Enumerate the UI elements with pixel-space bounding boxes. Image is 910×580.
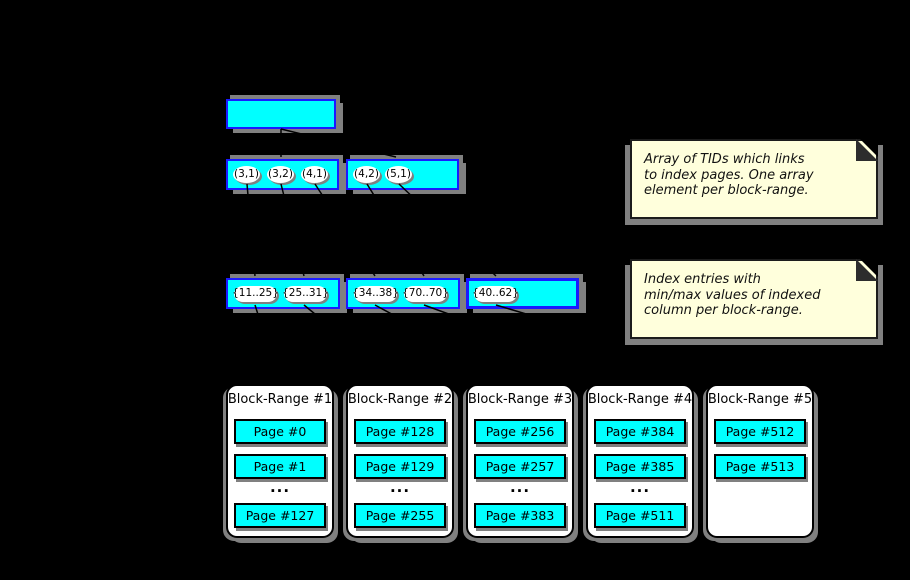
page-box: Page #512 bbox=[714, 419, 806, 444]
note-line: min/max values of indexed bbox=[644, 287, 821, 303]
note-line: Array of TIDs which links bbox=[644, 152, 805, 167]
revmap-box-1: (3,1) (3,2) (4,1) bbox=[226, 159, 339, 190]
ellipsis-dots: ... bbox=[509, 478, 531, 496]
page-box: Page #1 bbox=[234, 454, 326, 479]
note-index-entries: Index entries with min/max values of ind… bbox=[630, 259, 878, 339]
note-fold-cut bbox=[860, 259, 878, 277]
note-fold-cut bbox=[860, 139, 878, 157]
card-title: Block-Range #5 bbox=[707, 392, 813, 407]
ellipsis-dots: ... bbox=[269, 478, 291, 496]
tid-ellipse: (5,1) bbox=[385, 166, 412, 183]
page-box: Page #127 bbox=[234, 503, 326, 528]
ellipsis-dots: ... bbox=[629, 478, 651, 496]
note-line: column per block-range. bbox=[644, 303, 803, 318]
note-line: Index entries with bbox=[644, 272, 761, 287]
index-entry-ellipse: {34..38} bbox=[352, 285, 399, 302]
note-line: element per block-range. bbox=[644, 183, 809, 198]
index-page-box-3: {40..62} bbox=[466, 278, 579, 309]
index-entry-ellipse: {11..25} bbox=[232, 285, 279, 302]
page-box: Page #129 bbox=[354, 454, 446, 479]
page-box: Page #255 bbox=[354, 503, 446, 528]
tid-ellipse: (3,1) bbox=[233, 166, 260, 183]
page-box: Page #385 bbox=[594, 454, 686, 479]
index-entry-ellipse: {25..31} bbox=[282, 285, 329, 302]
index-page-box-1: {11..25} {25..31} bbox=[226, 278, 340, 309]
page-box: Page #128 bbox=[354, 419, 446, 444]
page-box: Page #256 bbox=[474, 419, 566, 444]
index-page-box-2: {34..38} {70..70} bbox=[346, 278, 460, 309]
block-range-card-3: Block-Range #3 Page #256 Page #257 ... P… bbox=[466, 384, 574, 538]
card-title: Block-Range #3 bbox=[467, 392, 573, 407]
ellipsis-dots: ... bbox=[389, 478, 411, 496]
page-box: Page #0 bbox=[234, 419, 326, 444]
page-box: Page #511 bbox=[594, 503, 686, 528]
tid-ellipse: (4,2) bbox=[353, 166, 380, 183]
tid-ellipse: (4,1) bbox=[301, 166, 328, 183]
card-title: Block-Range #1 bbox=[227, 392, 333, 407]
note-array-of-tids: Array of TIDs which links to index pages… bbox=[630, 139, 878, 219]
index-entry-ellipse: {40..62} bbox=[472, 285, 519, 302]
card-title: Block-Range #2 bbox=[347, 392, 453, 407]
meta-page-box bbox=[226, 99, 336, 129]
revmap-box-2: (4,2) (5,1) bbox=[346, 159, 459, 190]
block-range-card-5: Block-Range #5 Page #512 Page #513 bbox=[706, 384, 814, 538]
page-box: Page #383 bbox=[474, 503, 566, 528]
block-range-card-1: Block-Range #1 Page #0 Page #1 ... Page … bbox=[226, 384, 334, 538]
block-range-card-4: Block-Range #4 Page #384 Page #385 ... P… bbox=[586, 384, 694, 538]
page-box: Page #257 bbox=[474, 454, 566, 479]
card-title: Block-Range #4 bbox=[587, 392, 693, 407]
page-box: Page #513 bbox=[714, 454, 806, 479]
index-entry-ellipse: {70..70} bbox=[402, 285, 449, 302]
note-line: to index pages. One array bbox=[644, 167, 814, 183]
tid-ellipse: (3,2) bbox=[267, 166, 294, 183]
page-box: Page #384 bbox=[594, 419, 686, 444]
block-range-card-2: Block-Range #2 Page #128 Page #129 ... P… bbox=[346, 384, 454, 538]
